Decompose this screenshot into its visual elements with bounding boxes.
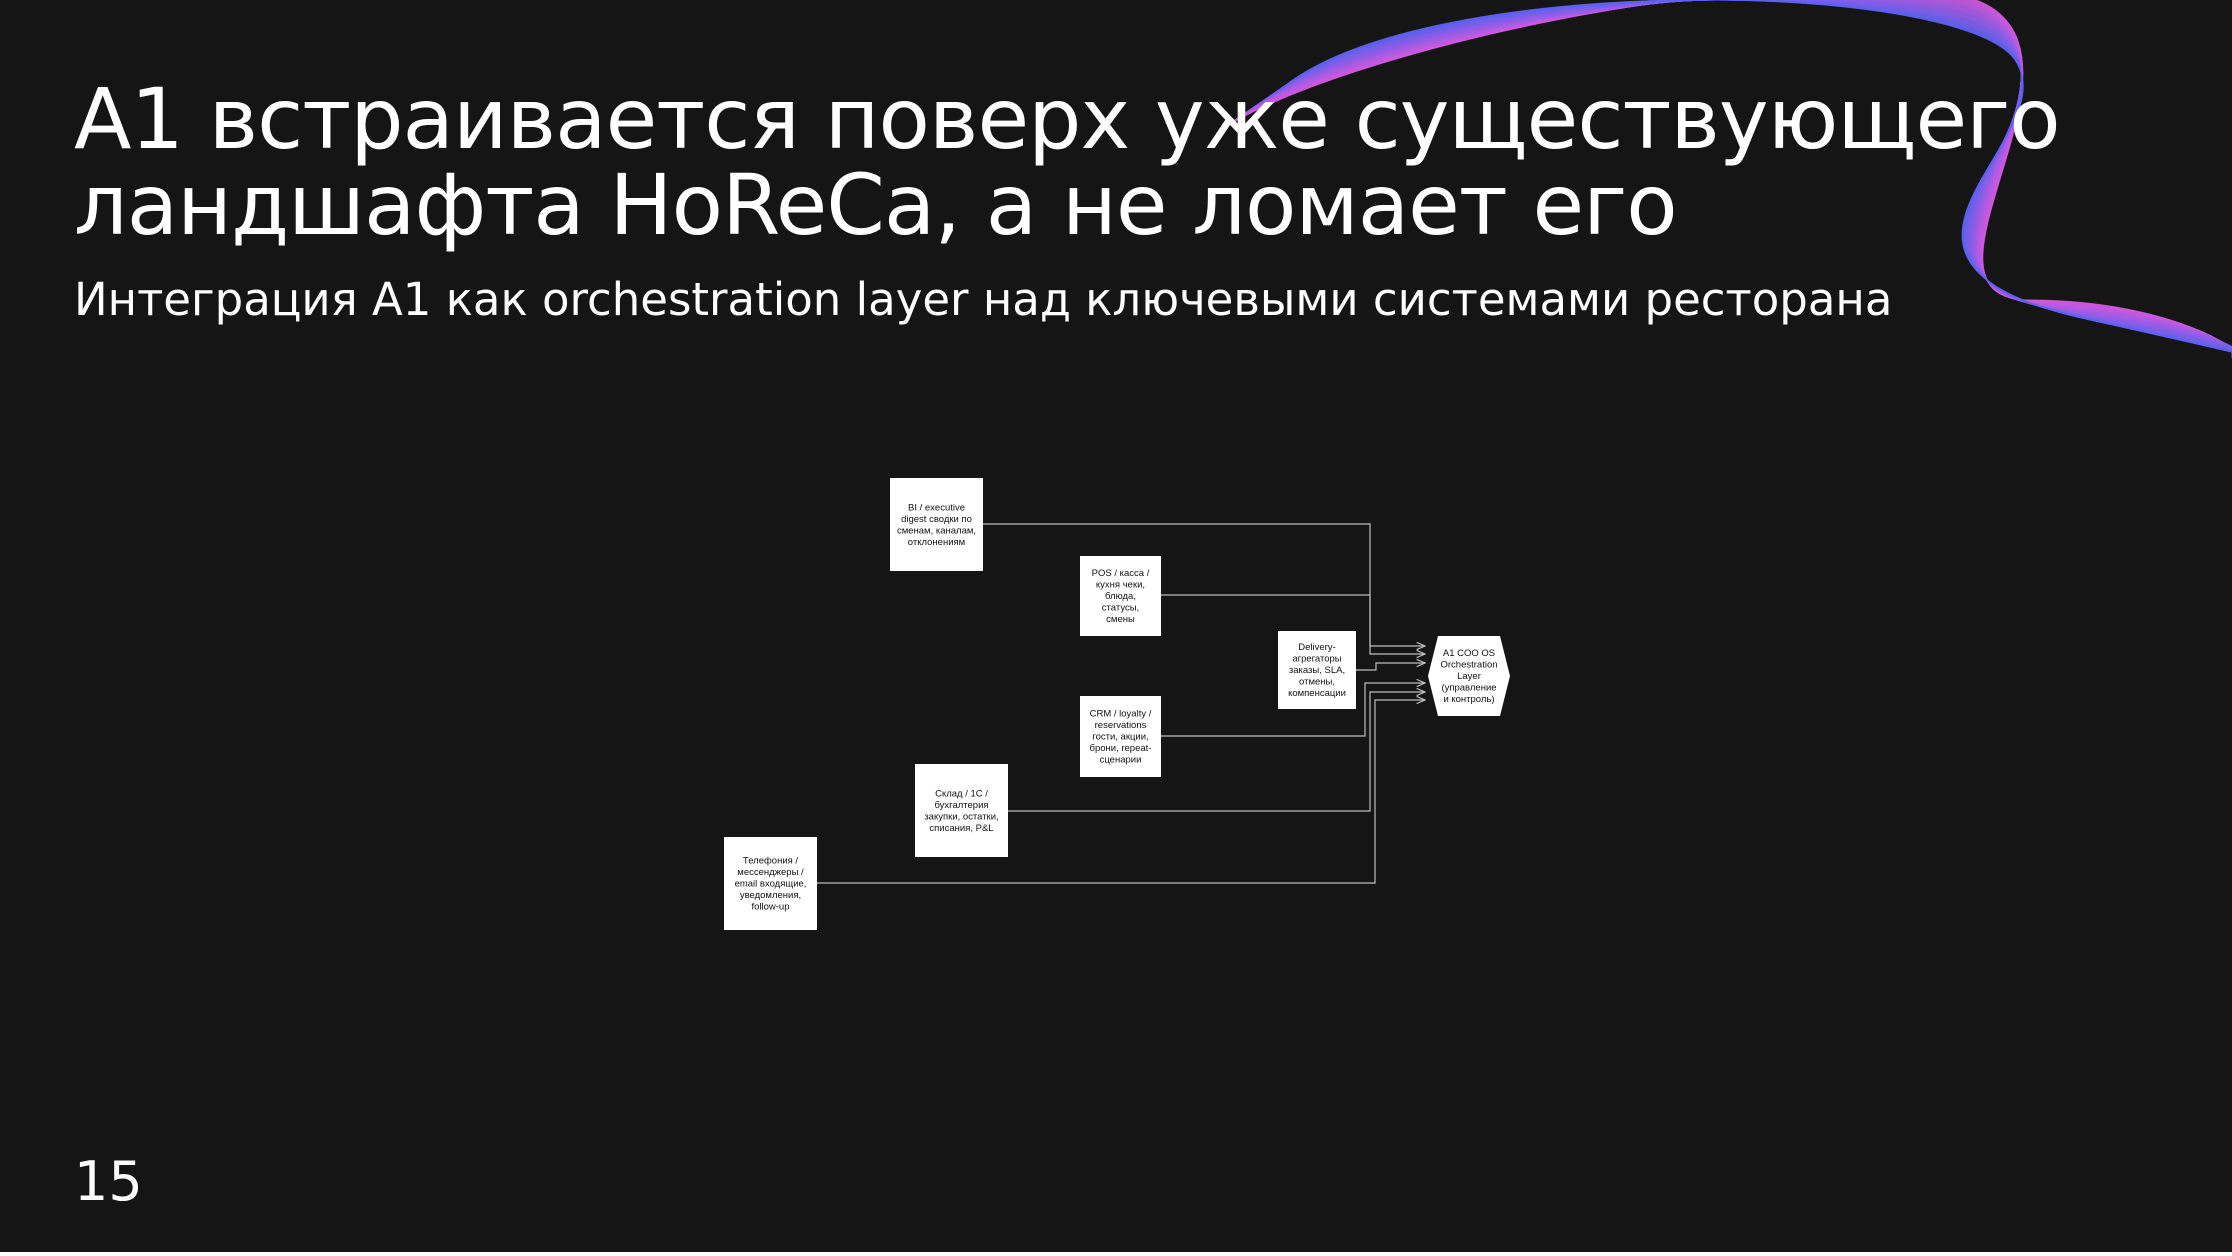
box-label-line: уведомления, xyxy=(740,890,801,901)
box-label-line: блюда, xyxy=(1105,591,1136,602)
title-line-1: A1 встраивается поверх уже существующего xyxy=(74,70,2061,168)
box-rect xyxy=(890,478,983,571)
box-label-line: списания, P&L xyxy=(929,823,993,834)
title-line-2: ландшафта HoReCa, а не ломает его xyxy=(74,156,1678,254)
connector-warehouse xyxy=(1008,692,1425,812)
box-label-line: смены xyxy=(1106,614,1135,625)
box-label-line: компенсации xyxy=(1288,688,1346,699)
box-label-line: digest сводки по xyxy=(901,514,972,525)
box-label-line: отмены, xyxy=(1299,677,1335,688)
box-rect xyxy=(724,837,817,930)
box-label-line: Orchestration xyxy=(1440,660,1497,671)
box-label-line: Delivery- xyxy=(1298,642,1335,653)
box-rect xyxy=(1080,556,1161,636)
box-label-line: кухня чеки, xyxy=(1096,580,1145,591)
box-label-line: BI / executive xyxy=(908,502,965,513)
slide-title: A1 встраивается поверх уже существующего… xyxy=(74,76,2074,248)
box-label-line: бухгалтерия xyxy=(934,800,988,811)
box-label-line: брони, repeat- xyxy=(1090,743,1152,754)
box-label-line: гости, акции, xyxy=(1092,732,1148,743)
box-label-line: Телефония / xyxy=(743,856,799,867)
box-label-line: Склад / 1С / xyxy=(935,788,988,799)
box-label-line: A1 COO OS xyxy=(1443,648,1495,659)
box-label-line: сценарии xyxy=(1100,755,1142,766)
box-rect xyxy=(915,764,1008,857)
box-label-line: статусы, xyxy=(1102,603,1139,614)
connector-bi xyxy=(983,523,1425,646)
box-label-line: Layer xyxy=(1457,671,1481,682)
box-label-line: закупки, остатки, xyxy=(924,811,998,822)
target-box-a1: A1 COO OSOrchestrationLayer(управлениеи … xyxy=(1428,636,1510,716)
box-rect xyxy=(1278,631,1356,709)
source-box-telephony: Телефония /мессенджеры /email входящие,у… xyxy=(724,837,817,930)
box-label-line: POS / касса / xyxy=(1092,568,1150,579)
bottom-border xyxy=(0,1252,2232,1256)
box-label-line: follow-up xyxy=(751,902,789,913)
source-box-pos: POS / касса /кухня чеки,блюда,статусы,см… xyxy=(1080,556,1161,636)
box-label-line: мессенджеры / xyxy=(737,867,804,878)
box-label-line: (управление xyxy=(1441,683,1496,694)
box-label-line: и контроль) xyxy=(1443,694,1494,705)
page-number: 15 xyxy=(74,1150,143,1213)
box-rect xyxy=(1080,696,1161,777)
wave-line xyxy=(1279,0,2232,359)
slide-subtitle: Интеграция A1 как orchestration layer на… xyxy=(74,273,1893,326)
target-hexagon xyxy=(1428,636,1510,716)
box-label-line: агрегаторы xyxy=(1292,654,1341,665)
box-label-line: CRM / loyalty / xyxy=(1090,709,1152,720)
box-label-line: reservations xyxy=(1095,720,1147,731)
connector-crm xyxy=(1161,683,1425,737)
box-label-line: отклонениям xyxy=(908,537,965,548)
connector-pos xyxy=(1161,594,1425,654)
box-label-line: email входящие, xyxy=(735,879,807,890)
connectors xyxy=(817,523,1425,884)
connector-telephony xyxy=(817,700,1425,884)
box-label-line: сменам, каналам, xyxy=(897,525,976,536)
connector-delivery xyxy=(1356,663,1425,671)
box-label-line: заказы, SLA, xyxy=(1289,665,1345,676)
